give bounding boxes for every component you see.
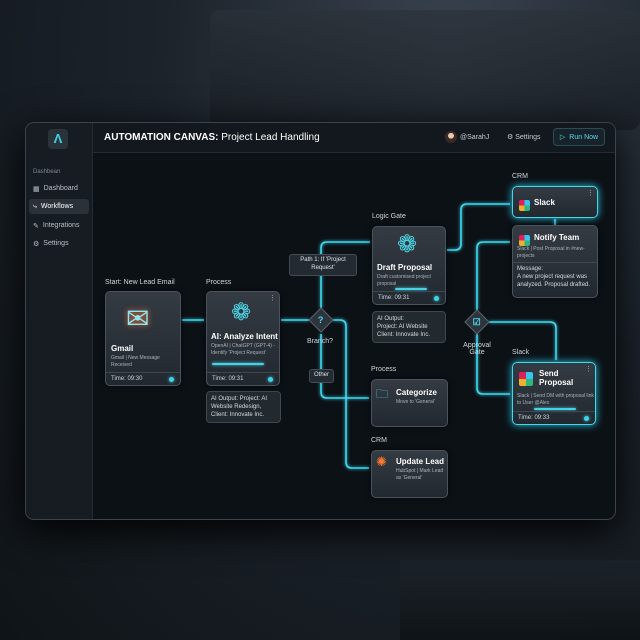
node-title: AI: Analyze Intent: [211, 332, 278, 341]
node-time: Time: 09:31: [373, 291, 445, 304]
path-1-label: Path 1: If 'Project Request': [289, 254, 357, 276]
node-draft-proposal[interactable]: ❁ Draft Proposal Draft customised projec…: [372, 226, 446, 305]
progress-bar: [534, 408, 576, 410]
ai-output-tooltip: AI Output:Project: AI Website Client: In…: [372, 311, 446, 344]
question-icon: ?: [317, 314, 324, 325]
node-title: Notify Team: [534, 233, 580, 242]
status-dot: [169, 377, 174, 382]
sidebar-item-dashboard[interactable]: ▦Dashboard: [33, 185, 78, 193]
node-subtitle: HubSpot | Mark Lead as 'General': [396, 468, 444, 481]
background-keyboard: [400, 560, 640, 640]
node-ai-analyze[interactable]: ⋮ ❁ AI: Analyze Intent OpenAI | ChatGPT …: [206, 291, 280, 386]
node-title: Send Proposal: [539, 369, 574, 387]
workflow-icon: ⤷: [33, 202, 37, 210]
play-icon: ▷: [559, 134, 566, 141]
hubspot-icon: ✺: [376, 454, 387, 469]
progress-bar: [212, 363, 264, 365]
node-update-lead[interactable]: ✺ Update Lead HubSpot | Mark Lead as 'Ge…: [371, 450, 448, 498]
connector-approval-notify: [476, 241, 510, 310]
status-dot: [584, 416, 589, 421]
grid-icon: ▦: [33, 185, 40, 193]
sidebar: Λ Dashbean ▦Dashboard ⤷Workflows ✎Integr…: [26, 123, 93, 519]
branch-label: Branch?: [307, 338, 334, 345]
node-gmail[interactable]: ✉ Gmail Gmail | New Message Received Tim…: [105, 291, 181, 386]
sidebar-item-settings[interactable]: ⚙Settings: [33, 240, 69, 248]
page-title: AUTOMATION CANVAS: Project Lead Handling: [104, 132, 320, 143]
connector-branch-draft: [320, 241, 370, 308]
node-notify-team[interactable]: Notify Team Slack | Post Proposal in #ne…: [512, 225, 598, 298]
sidebar-item-workflows[interactable]: ⤷Workflows: [29, 199, 89, 214]
sidebar-item-integrations[interactable]: ✎Integrations: [33, 222, 80, 230]
checkbox-icon: ☑: [472, 316, 481, 327]
connector-draft-slack: [447, 203, 510, 251]
openai-icon: ❁: [397, 231, 418, 258]
connector-branch-other: [320, 334, 369, 399]
slack-icon: [519, 232, 530, 250]
section-label: Slack: [512, 349, 530, 356]
gear-icon: ⚙: [507, 134, 516, 141]
more-icon[interactable]: ⋮: [587, 190, 594, 197]
node-title: Gmail: [111, 344, 134, 353]
section-label: Process: [206, 279, 232, 286]
gear-icon: ⚙: [33, 240, 40, 248]
section-label: Start: New Lead Email: [105, 279, 175, 286]
node-time: Time: 09:33: [513, 411, 595, 424]
mail-icon: ✉: [126, 303, 150, 334]
section-label: Logic Gate: [372, 213, 406, 220]
folder-icon: 🗀: [376, 387, 389, 401]
node-time: Time: 09:30: [106, 372, 180, 385]
node-slack[interactable]: ⋮ Slack: [512, 186, 598, 218]
other-label: Other: [309, 369, 335, 383]
node-title: Update Lead: [396, 457, 445, 466]
node-subtitle: Slack | Send DM with proposal link to Us…: [517, 393, 594, 406]
connector-branch-split: [333, 319, 369, 469]
sidebar-section-label: Dashbean: [33, 169, 61, 175]
approval-label: Approval Gate: [463, 342, 491, 356]
node-title: Slack: [534, 198, 555, 207]
node-subtitle: Slack | Post Proposal in #new-projects: [517, 246, 585, 259]
more-icon[interactable]: ⋮: [585, 366, 592, 373]
section-label: Process: [371, 366, 397, 373]
node-categorize[interactable]: 🗀 Categorize Move to 'General': [371, 379, 448, 427]
node-subtitle: Draft customised project proposal: [377, 274, 431, 287]
connector-approval-right: [489, 321, 557, 360]
node-title: Draft Proposal: [377, 263, 433, 272]
header: AUTOMATION CANVAS: Project Lead Handling…: [93, 123, 615, 153]
openai-icon: ❁: [231, 299, 252, 326]
section-label: CRM: [512, 173, 528, 180]
node-subtitle: OpenAI | ChatGPT (GPT-4) - Identify 'Pro…: [211, 343, 276, 356]
plug-icon: ✎: [33, 222, 39, 230]
run-now-button[interactable]: ▷Run Now: [553, 128, 605, 146]
more-icon[interactable]: ⋮: [269, 295, 276, 302]
status-dot: [434, 296, 439, 301]
node-subtitle: Move to 'General': [396, 399, 435, 405]
status-dot: [268, 377, 273, 382]
node-time: Time: 09:31: [207, 372, 279, 385]
settings-button[interactable]: ⚙ Settings: [507, 134, 541, 141]
app-logo: Λ: [48, 129, 68, 149]
node-send-proposal[interactable]: ⋮ Send Proposal Slack | Send DM with pro…: [512, 362, 596, 425]
user-menu[interactable]: @SarahJ: [445, 131, 489, 143]
background-monitor: [210, 10, 640, 130]
node-subtitle: Gmail | New Message Received: [111, 355, 160, 368]
progress-bar: [395, 288, 427, 290]
section-label: CRM: [371, 437, 387, 444]
avatar: [445, 131, 457, 143]
slack-icon: [519, 370, 533, 388]
node-title: Categorize: [396, 388, 437, 397]
slack-icon: [519, 197, 530, 215]
connector-approval-send: [476, 334, 510, 395]
ai-output-tooltip: AI Output: Project: AI Website Redesign,…: [206, 391, 281, 424]
message-box: Message:A new project request was analyz…: [513, 262, 597, 292]
